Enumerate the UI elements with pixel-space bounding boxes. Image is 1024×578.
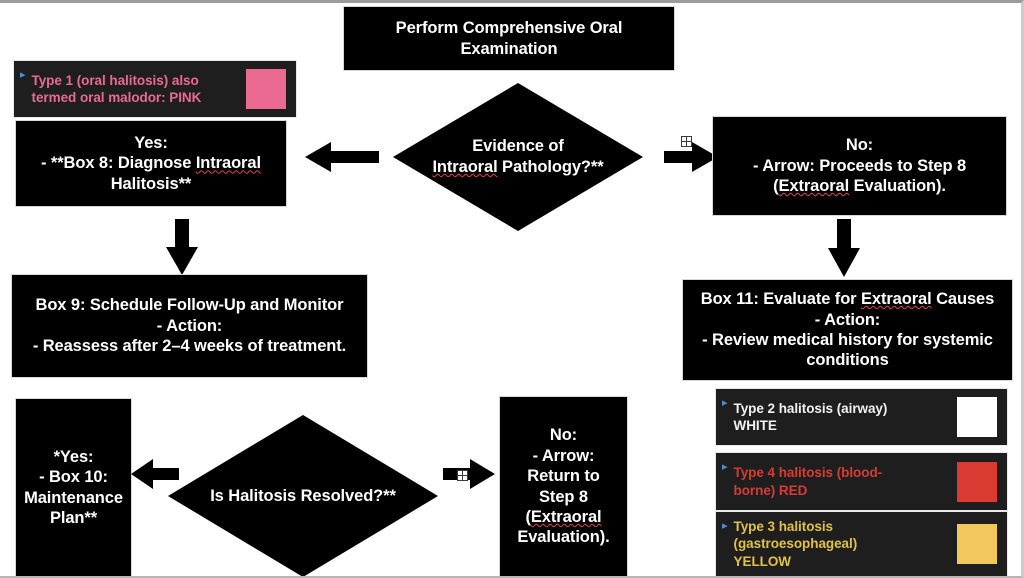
legend-swatch-pink xyxy=(246,69,286,109)
node-box10-yes[interactable]: *Yes: - Box 10: Maintenance Plan** xyxy=(16,399,131,576)
arrow-yes-to-box9 xyxy=(163,219,201,275)
node-start-label: Perform Comprehensive Oral Examination xyxy=(395,19,623,58)
arrow-resolved-no xyxy=(443,458,495,490)
table-grid-icon[interactable] xyxy=(457,468,468,481)
legend-item-type4[interactable]: ▸ Type 4 halitosis (blood- borne) RED xyxy=(716,453,1007,510)
legend-item-type2-label: Type 2 halitosis (airway) WHITE xyxy=(733,400,888,433)
decision-halitosis-resolved[interactable]: Is Halitosis Resolved?** xyxy=(168,415,438,576)
bullet-icon: ▸ xyxy=(722,461,728,473)
legend-item-type2[interactable]: ▸ Type 2 halitosis (airway) WHITE xyxy=(716,389,1007,445)
misspelling-intraoral: Intraoral xyxy=(195,154,261,173)
node-box11-label: Box 11: Evaluate for Extraoral Causes- A… xyxy=(700,290,995,370)
misspelling-extraoral: Extraoral xyxy=(778,177,850,196)
legend-swatch-yellow xyxy=(957,524,997,564)
decision-halitosis-resolved-label: Is Halitosis Resolved?** xyxy=(210,486,396,505)
legend-swatch-white xyxy=(957,397,997,437)
legend-item-type4-label: Type 4 halitosis (blood- borne) RED xyxy=(733,465,883,498)
arrow-decision-to-no xyxy=(664,141,718,173)
node-no-step8[interactable]: No:- Arrow: Proceeds to Step 8(Extraoral… xyxy=(713,117,1006,215)
misspelling-extraoral: Extraoral xyxy=(530,507,602,526)
legend-item-type1-label: Type 1 (oral halitosis) also termed oral… xyxy=(31,72,202,105)
arrow-no-to-box11 xyxy=(825,219,863,277)
legend-item-type3-label: Type 3 halitosis (gastroesophageal) YELL… xyxy=(733,519,858,569)
misspelling-extraoral: Extraoral xyxy=(860,290,932,309)
table-grid-icon[interactable] xyxy=(681,134,692,147)
legend-swatch-red xyxy=(957,461,997,502)
arrow-resolved-yes xyxy=(131,458,179,490)
arrow-decision-to-yes xyxy=(305,141,379,173)
node-box11[interactable]: Box 11: Evaluate for Extraoral Causes- A… xyxy=(683,280,1012,380)
node-box9[interactable]: Box 9: Schedule Follow-Up and Monitor - … xyxy=(12,275,367,377)
bullet-icon: ▸ xyxy=(722,397,728,409)
bullet-icon: ▸ xyxy=(20,69,26,81)
legend-item-type1[interactable]: ▸ Type 1 (oral halitosis) also termed or… xyxy=(14,61,296,117)
node-box9-label: Box 9: Schedule Follow-Up and Monitor - … xyxy=(32,296,347,356)
legend-item-type3[interactable]: ▸ Type 3 halitosis (gastroesophageal) YE… xyxy=(716,512,1007,576)
misspelling-intraoral: Intraoral xyxy=(432,158,498,176)
node-no-step8-label: No:- Arrow: Proceeds to Step 8(Extraoral… xyxy=(752,136,967,196)
node-box10-yes-label: *Yes: - Box 10: Maintenance Plan** xyxy=(24,447,123,527)
node-start[interactable]: Perform Comprehensive Oral Examination xyxy=(344,7,674,70)
bullet-icon: ▸ xyxy=(722,520,728,532)
